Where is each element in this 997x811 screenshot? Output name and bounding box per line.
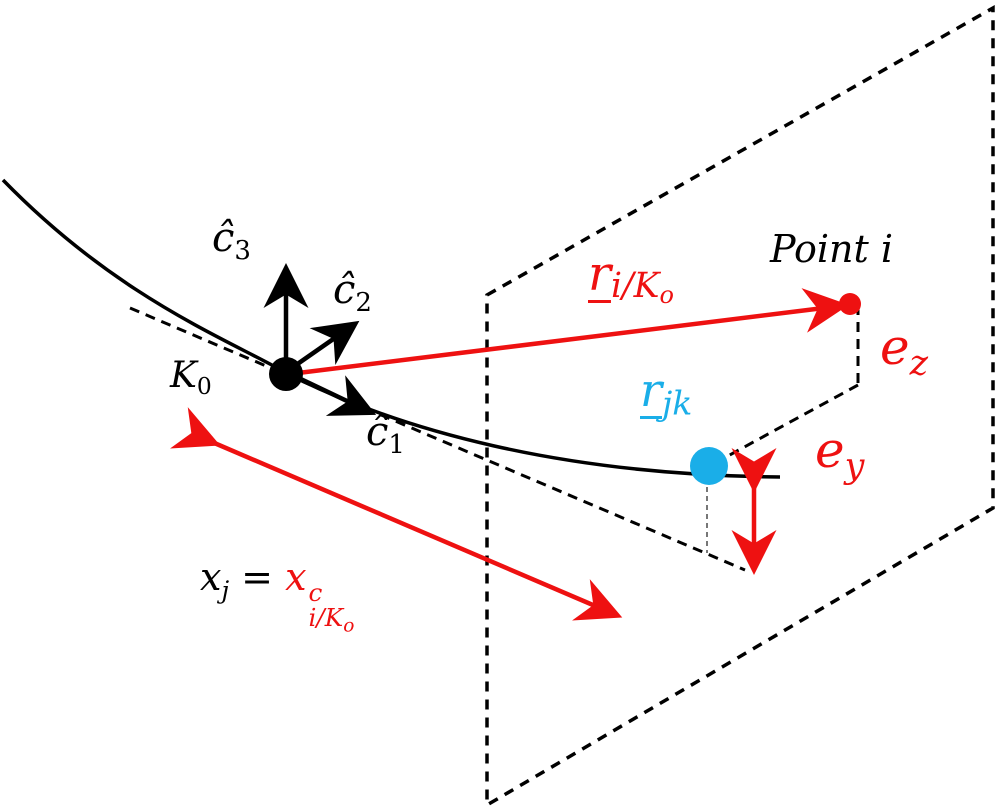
c1-label: ĉ1 <box>366 412 405 458</box>
k0-label: K0 <box>170 358 212 398</box>
ez-text: e <box>880 318 910 376</box>
origin-point-k0 <box>269 357 303 391</box>
xj-rhs-subscript-main: i/K <box>308 602 344 632</box>
xj-rhs-subscript-sub: o <box>343 615 355 637</box>
c2-label: ĉ2 <box>333 270 372 316</box>
xj-lhs: x <box>200 555 222 599</box>
point-r-jk <box>690 447 728 485</box>
xj-rhs-superscript: c <box>308 578 323 608</box>
c2-text: ĉ <box>333 267 356 313</box>
c3-label: ĉ3 <box>212 218 251 264</box>
r-i-subscript: i/K <box>610 265 660 306</box>
tangent-line <box>129 306 746 572</box>
r-i-text: r <box>588 246 611 302</box>
r-i-label: ri/Ko <box>588 250 674 307</box>
cross-section-plane <box>485 4 995 809</box>
c1-subscript: 1 <box>388 429 405 460</box>
r-jk-text: r <box>640 363 662 417</box>
r-jk-subscript: jk <box>662 383 693 423</box>
c3-subscript: 3 <box>234 235 251 266</box>
r-jk-label: rjk <box>640 367 692 419</box>
ey-subscript: y <box>844 446 865 487</box>
xj-equals: = <box>229 555 286 599</box>
point-i-label: Point i <box>770 230 893 268</box>
c1-text: ĉ <box>366 409 389 455</box>
c3-text: ĉ <box>212 215 235 261</box>
k0-text: K <box>170 355 197 396</box>
ey-text: e <box>815 421 845 479</box>
ez-subscript: z <box>909 343 929 384</box>
ez-label: ez <box>880 322 928 382</box>
ey-label: ey <box>815 425 864 485</box>
c2-subscript: 2 <box>355 287 372 318</box>
r-i-subsubscript: o <box>659 281 674 310</box>
point-i-text: Point i <box>770 227 894 271</box>
k0-subscript: 0 <box>196 372 212 401</box>
xj-double-arrow <box>170 407 623 621</box>
xj-lhs-subscript: j <box>221 575 230 605</box>
xj-rhs: x <box>285 555 307 599</box>
r-i-vector <box>289 288 849 377</box>
point-i <box>839 293 861 315</box>
xj-rhs-subscript: i/Ko <box>308 602 355 637</box>
